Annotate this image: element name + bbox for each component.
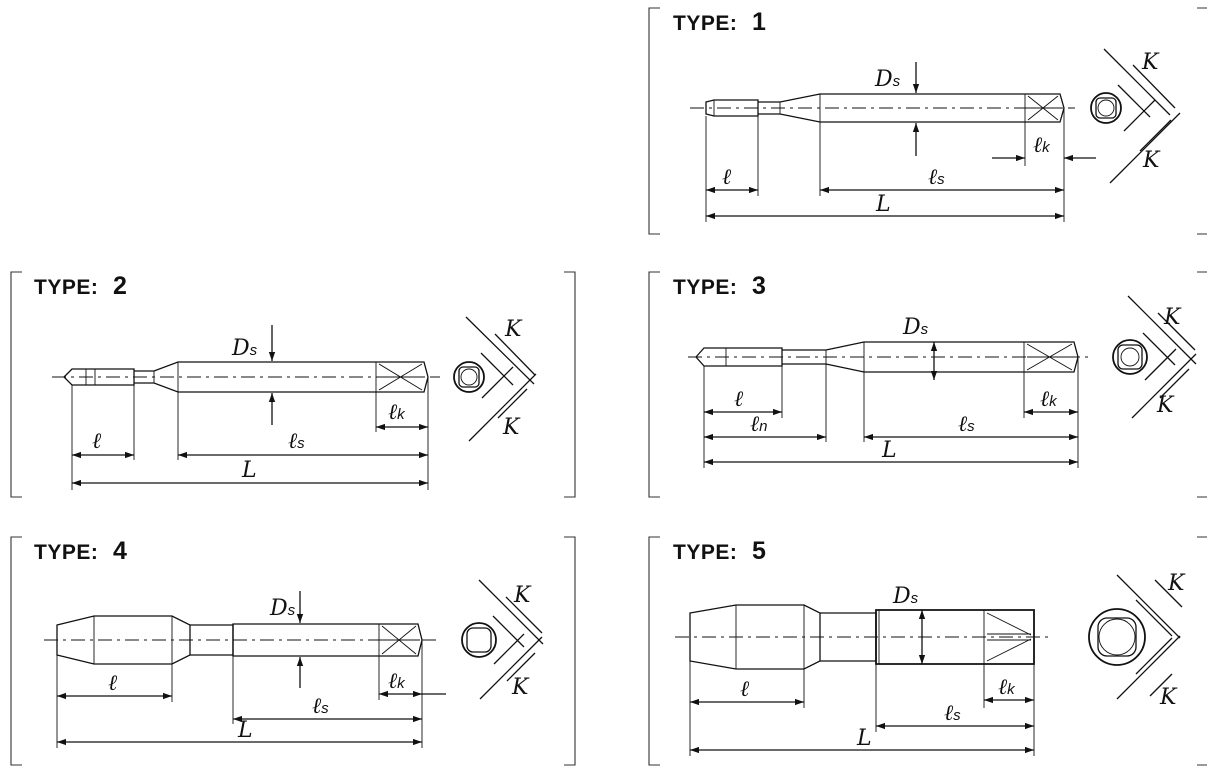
type-5-title: TYPE: [673,541,737,564]
type-3-panel: TYPE: 3 Ds [648,271,1207,498]
type-1-number: 1 [752,8,766,36]
type-2-number: 2 [113,272,127,300]
type-2-L-label: L [241,458,257,483]
type-4-number: 4 [113,537,127,565]
type-4-right-bracket [564,536,576,766]
type-3-title: TYPE: [673,276,737,299]
type-4-end-view [461,579,544,700]
type-3-ln-label: ℓn [750,412,768,437]
type-4-ls-label: ℓs [312,694,329,719]
type-3-number: 3 [752,272,766,300]
type-5-K-top: K [1167,571,1186,596]
type-1-left-bracket [648,7,660,235]
type-4-tap-body [56,615,423,665]
type-3-Ds-label: Ds [902,315,929,340]
type-3-K-top: K [1163,305,1182,330]
type-2-end-view [453,316,537,442]
type-2-left-bracket [10,271,22,498]
type-1-K-top: K [1141,50,1160,75]
type-4-panel: TYPE: 4 Ds ℓ [10,536,576,766]
type-2-title: TYPE: [34,276,98,299]
type-2-panel: TYPE: 2 Ds [10,271,576,498]
type-2-K-bottom: K [502,415,521,440]
type-2-l-label: ℓ [92,429,102,454]
type-5-Ds-label: Ds [892,584,919,609]
type-3-ls-label: ℓs [958,412,975,437]
type-1-panel: TYPE: 1 Ds [648,7,1207,235]
type-5-lk-label: ℓk [998,675,1016,700]
type-4-lk-label: ℓk [388,669,406,694]
type-5-panel: TYPE: 5 Ds [648,536,1207,766]
type-1-l-label: ℓ [722,165,732,190]
type-1-L-label: L [875,192,891,217]
type-5-L-label: L [856,726,872,751]
type-1-right-bracket [1197,7,1207,235]
type-3-K-bottom: K [1156,393,1175,418]
type-1-ls-label: ℓs [928,165,945,190]
type-5-number: 5 [752,537,766,565]
type-3-L-label: L [881,438,897,463]
type-4-left-bracket [10,536,22,766]
type-5-K-bottom: K [1159,685,1178,710]
type-4-K-top: K [513,583,532,608]
type-5-end-view [1088,574,1183,700]
type-5-ls-label: ℓs [944,701,961,726]
type-5-l-label: ℓ [740,677,750,702]
type-3-l-label: ℓ [734,387,744,412]
type-2-right-bracket [564,271,576,498]
type-2-ls-label: ℓs [288,429,305,454]
type-5-right-bracket [1197,536,1207,766]
type-3-end-view [1112,295,1197,419]
type-3-left-bracket [648,271,660,498]
type-5-left-bracket [648,536,660,766]
type-1-k-ext [1103,48,1171,116]
type-2-Ds-label: Ds [231,336,258,361]
type-4-L-label: L [237,718,253,743]
type-1-K-bottom: K [1142,148,1161,173]
type-4-l-label: ℓ [108,671,118,696]
type-4-title: TYPE: [34,541,98,564]
type-3-right-bracket [1197,271,1207,498]
type-4-Ds-label: Ds [269,596,296,621]
type-5-tap-body [689,604,1035,670]
type-2-K-top: K [504,317,523,342]
type-1-end-view [1090,48,1181,184]
type-1-lk-label: ℓk [1033,133,1051,158]
type-1-Ds-label: Ds [874,67,901,92]
type-3-lk-label: ℓk [1040,387,1058,412]
type-2-lk-label: ℓk [388,400,406,425]
type-4-K-bottom: K [511,675,530,700]
type-1-title: TYPE: [673,12,737,35]
